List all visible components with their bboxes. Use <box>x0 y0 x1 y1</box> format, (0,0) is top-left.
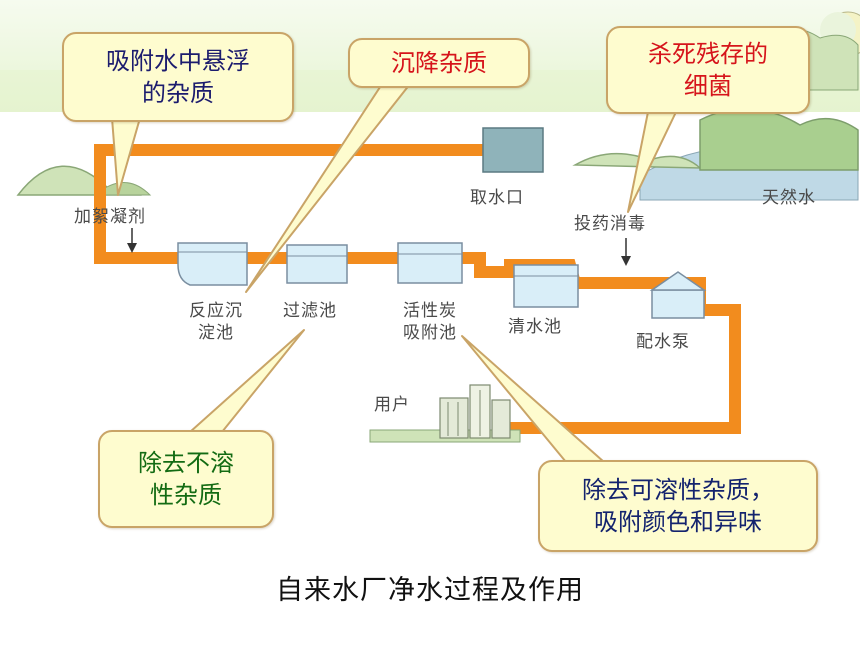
users-label: 用户 <box>374 395 410 415</box>
disinfect-label: 投药消毒 <box>574 214 646 234</box>
callout-soluble-line2: 吸附颜色和异味 <box>594 508 762 536</box>
coagulant-label: 加絮凝剂 <box>74 207 146 227</box>
carbon-tank-icon <box>397 242 463 284</box>
pump-icon <box>649 271 707 319</box>
intake-pipe <box>94 144 487 264</box>
filter-tank-icon <box>286 244 348 284</box>
callout-sediment: 沉降杂质 <box>348 38 530 88</box>
callout-adsorb-line1: 吸附水中悬浮 <box>106 47 250 75</box>
intake-label: 取水口 <box>470 188 524 208</box>
sedimentation-tank-label-line1: 反应沉 <box>189 301 243 321</box>
carbon-tank-label: 活性炭 吸附池 <box>390 300 470 344</box>
sedimentation-tank-label-line2: 淀池 <box>198 323 234 343</box>
callout-bacteria-line1: 杀死残存的 <box>648 40 768 68</box>
callout-bacteria-line2: 细菌 <box>684 72 732 100</box>
left-hills-icon <box>16 165 152 196</box>
pointer-insoluble <box>189 329 305 433</box>
callout-remove-soluble: 除去可溶性杂质， 吸附颜色和异味 <box>538 460 818 552</box>
clean-water-tank-label: 清水池 <box>508 317 562 337</box>
callout-adsorb-suspended: 吸附水中悬浮 的杂质 <box>62 32 294 122</box>
filter-tank-label: 过滤池 <box>283 301 337 321</box>
callout-adsorb-line2: 的杂质 <box>142 79 214 107</box>
carbon-tank-label-line1: 活性炭 <box>403 301 457 321</box>
intake-box <box>482 127 544 173</box>
clean-water-tank-icon <box>513 264 579 308</box>
user-buildings-icon <box>369 384 521 443</box>
coagulant-arrow-icon <box>127 228 137 253</box>
callout-insoluble-line2: 性杂质 <box>150 481 222 509</box>
sedimentation-tank-icon <box>177 242 248 286</box>
disinfect-arrow-icon <box>621 238 631 266</box>
carbon-tank-label-line2: 吸附池 <box>403 323 457 343</box>
diagram-caption: 自来水厂净水过程及作用 <box>276 575 584 606</box>
callout-soluble-line1: 除去可溶性杂质， <box>582 476 774 504</box>
natural-water-label: 天然水 <box>762 188 816 208</box>
pump-label: 配水泵 <box>636 332 690 352</box>
sedimentation-tank-label: 反应沉 淀池 <box>178 300 254 344</box>
callout-remove-insoluble: 除去不溶 性杂质 <box>98 430 274 528</box>
callout-insoluble-line1: 除去不溶 <box>138 449 234 477</box>
callout-kill-bacteria: 杀死残存的 细菌 <box>606 26 810 114</box>
callout-sediment-line1: 沉降杂质 <box>391 49 487 77</box>
